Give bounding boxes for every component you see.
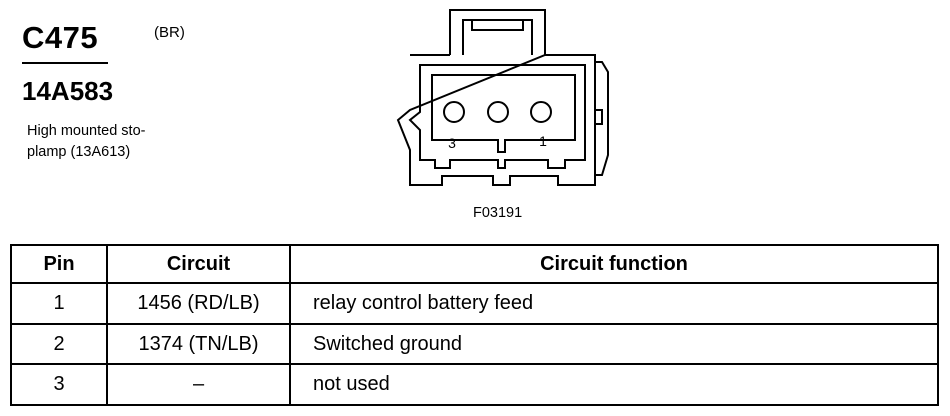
table-header-row: Pin Circuit Circuit function [10,243,939,285]
cell-pin: 1 [10,282,108,325]
cell-circuit: – [106,363,291,406]
cell-circuit-function: not used [289,363,939,406]
header-circuit-function: Circuit function [289,243,939,285]
header-circuit: Circuit [106,243,291,285]
side-lock-notch [594,109,603,125]
connector-face-diagram: 3 1 [396,9,609,186]
side-lock [595,61,609,176]
cell-circuit: 1456 (RD/LB) [106,282,291,325]
cell-circuit-function: Switched ground [289,322,939,366]
pin-label-1: 1 [539,133,547,149]
latch-tab-top [471,20,524,31]
latch-tab-inner [462,19,533,55]
terminal-1 [530,101,552,123]
table-row: 3 – not used [10,363,939,406]
figure-code: F03191 [473,205,523,221]
pin-table: Pin Circuit Circuit function 1 1456 (RD/… [10,243,939,406]
table-row: 2 1374 (TN/LB) Switched ground [10,322,939,366]
connector-color-code: (BR) [154,24,185,41]
terminal-3 [443,101,465,123]
cell-circuit: 1374 (TN/LB) [106,322,291,366]
table-row: 1 1456 (RD/LB) relay control battery fee… [10,282,939,325]
part-number: 14A583 [22,76,114,106]
cell-pin: 3 [10,363,108,406]
housing-inner [408,64,586,169]
header-pin: Pin [10,243,108,285]
cell-pin: 2 [10,322,108,366]
cell-circuit-function: relay control battery feed [289,282,939,325]
connector-description: High mounted sto- plamp (13A613) [27,121,145,163]
latch-tab-outer [449,9,546,55]
pin-cavity [431,74,576,153]
description-line-1: High mounted sto- [27,123,146,139]
pin-label-3: 3 [448,135,456,151]
connector-id-underline [22,62,108,64]
terminal-2 [487,101,509,123]
description-line-2: plamp (13A613) [27,144,131,160]
housing-outer [396,54,596,186]
connector-id: C475 [22,20,99,55]
